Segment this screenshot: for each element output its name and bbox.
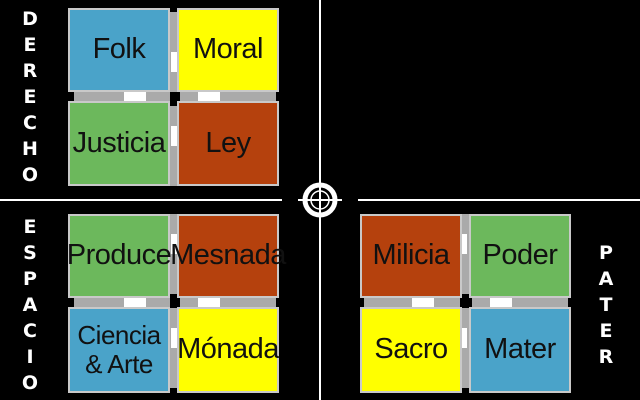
letter: O	[21, 372, 39, 394]
tile-justicia: Justicia	[68, 101, 170, 186]
letter: D	[22, 8, 38, 30]
tile-monada: Mónada	[177, 307, 279, 393]
letter: A	[598, 268, 614, 290]
tile-label: Ley	[205, 126, 251, 159]
letter: I	[26, 346, 34, 368]
tile-mater: Mater	[469, 307, 571, 393]
letter: E	[599, 320, 613, 342]
tile-label: Mesnada	[170, 239, 286, 272]
connector	[461, 328, 467, 348]
tile-label: Justicia	[72, 126, 166, 159]
letter: S	[23, 242, 37, 264]
label-pater: P A T E R	[596, 240, 616, 370]
tile-poder: Poder	[469, 214, 571, 298]
connector	[461, 234, 467, 254]
tile-label: Folk	[92, 33, 146, 66]
tile-ciencia-arte: Ciencia & Arte	[68, 307, 170, 393]
connector	[198, 297, 220, 307]
connector	[490, 297, 512, 307]
connector	[198, 91, 220, 101]
connector	[180, 297, 276, 307]
connector	[461, 308, 469, 388]
letter: C	[23, 112, 37, 134]
letter: E	[23, 216, 37, 238]
connector	[124, 297, 146, 307]
connector	[171, 234, 177, 254]
tile-label-line2: & Arte	[85, 349, 153, 379]
letter: R	[22, 60, 38, 82]
tile-milicia: Milicia	[360, 214, 462, 298]
tile-mesnada: Mesnada	[170, 214, 286, 298]
label-derecho: D E R E C H O	[20, 6, 40, 188]
connector	[169, 106, 177, 186]
connector	[74, 297, 170, 307]
horizontal-divider-left	[0, 199, 282, 201]
connector	[171, 126, 177, 146]
connector	[171, 52, 177, 72]
connector	[124, 91, 146, 101]
letter: C	[23, 320, 37, 342]
connector	[461, 214, 469, 294]
connector	[171, 328, 177, 348]
letter: P	[599, 242, 613, 264]
connector	[180, 91, 276, 101]
letter: E	[23, 86, 37, 108]
letter: A	[22, 294, 38, 316]
letter: H	[22, 138, 38, 160]
tile-label: Moral	[192, 33, 264, 66]
horizontal-divider-right	[358, 199, 640, 201]
tile-label-line1: Ciencia	[77, 320, 161, 351]
letter: O	[21, 164, 39, 186]
tile-label: Mónada	[177, 333, 279, 366]
tile-label: Poder	[482, 239, 558, 272]
connector	[472, 297, 568, 307]
crosshair-target-icon	[296, 180, 344, 220]
letter: E	[23, 34, 37, 56]
tile-ley: Ley	[177, 101, 279, 186]
tile-label: Milicia	[372, 239, 450, 272]
tile-folk: Folk	[68, 8, 170, 92]
connector	[412, 297, 434, 307]
tile-label: Produce	[66, 239, 172, 272]
tile-sacro: Sacro	[360, 307, 462, 393]
connector	[74, 91, 170, 101]
tile-label: Mater	[484, 333, 556, 366]
letter: P	[23, 268, 37, 290]
label-espacio: E S P A C I O	[20, 214, 40, 396]
tile-moral: Moral	[177, 8, 279, 92]
connector	[169, 308, 177, 388]
connector	[169, 214, 177, 294]
letter: R	[598, 346, 614, 368]
tile-label: Sacro	[374, 333, 448, 366]
tile-produce: Produce	[66, 214, 172, 298]
letter: T	[599, 294, 613, 316]
